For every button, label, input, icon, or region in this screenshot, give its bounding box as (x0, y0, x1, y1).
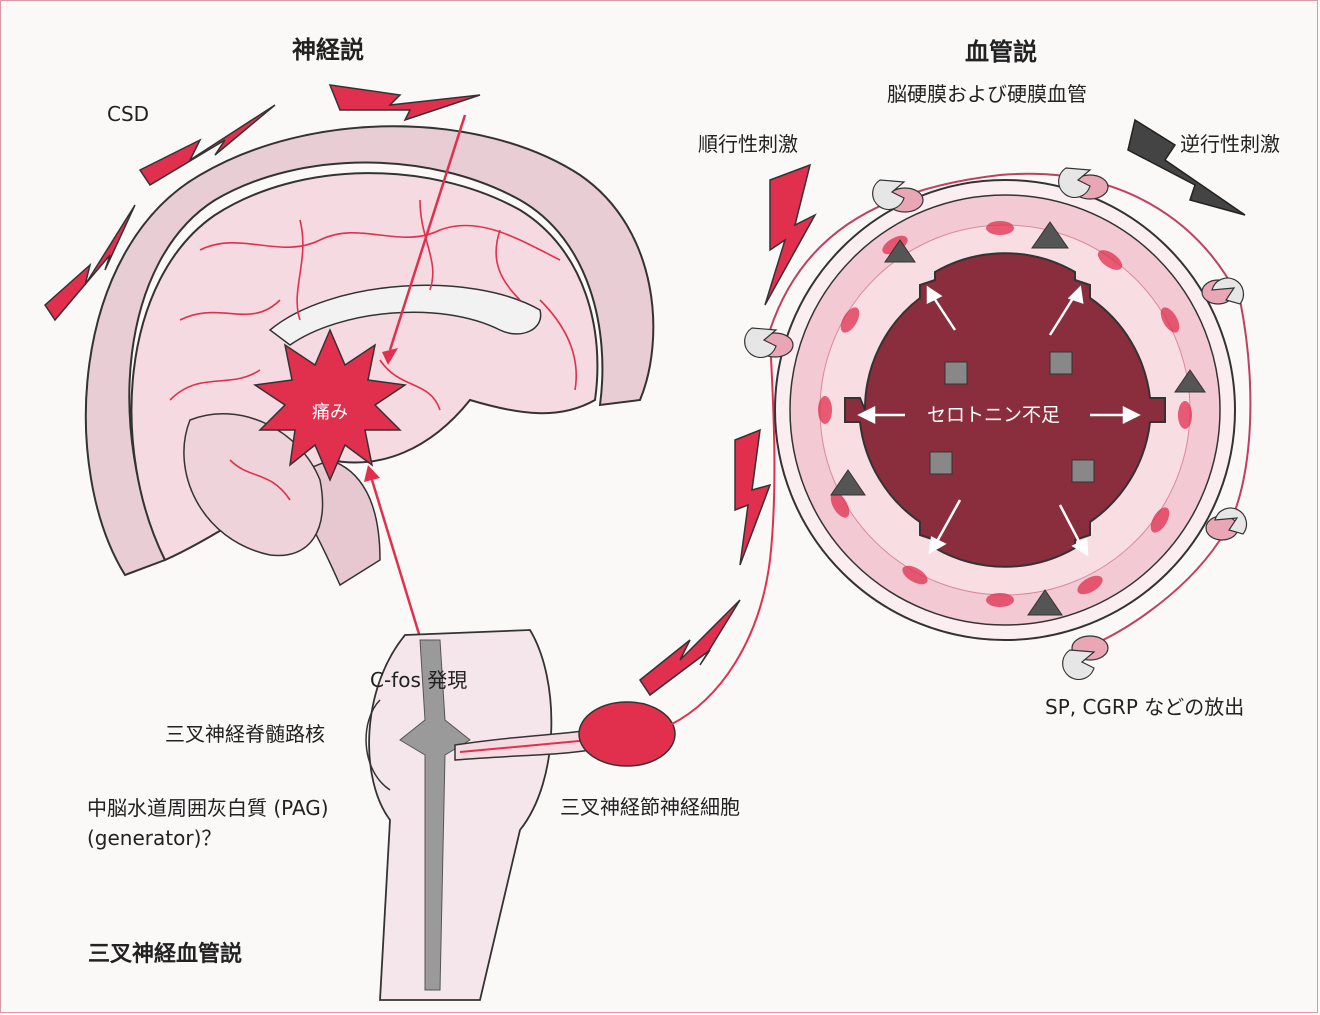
trigeminal-spinal-nucleus-label: 三叉神経脊髄路核 (165, 724, 325, 744)
serotonin-deficit-label: セロトニン不足 (927, 406, 1060, 425)
csd-label: CSD (107, 104, 149, 124)
dura-vessels-label: 脳硬膜および硬膜血管 (887, 84, 1087, 104)
ganglion-cell (579, 702, 675, 766)
ascending-arrowhead (364, 465, 380, 482)
cfos-label: C-fos 発現 (370, 670, 467, 690)
vascular-theory-label: 血管説 (965, 40, 1037, 64)
brain (86, 115, 653, 670)
orthodromic-label: 順行性刺激 (698, 134, 798, 154)
pag-label: 中脳水道周囲灰白質 (PAG) (87, 798, 329, 818)
neural-theory-label: 神経説 (292, 38, 364, 62)
sp-cgrp-label: SP, CGRP などの放出 (1045, 697, 1244, 717)
antidromic-label: 逆行性刺激 (1180, 134, 1280, 154)
trigeminovascular-theory-label: 三叉神経血管説 (88, 944, 242, 966)
trigeminal-ganglion-label: 三叉神経節神経細胞 (560, 797, 740, 817)
pain-label: 痛み (312, 404, 348, 422)
pag-generator-label: (generator)？ (87, 828, 221, 848)
